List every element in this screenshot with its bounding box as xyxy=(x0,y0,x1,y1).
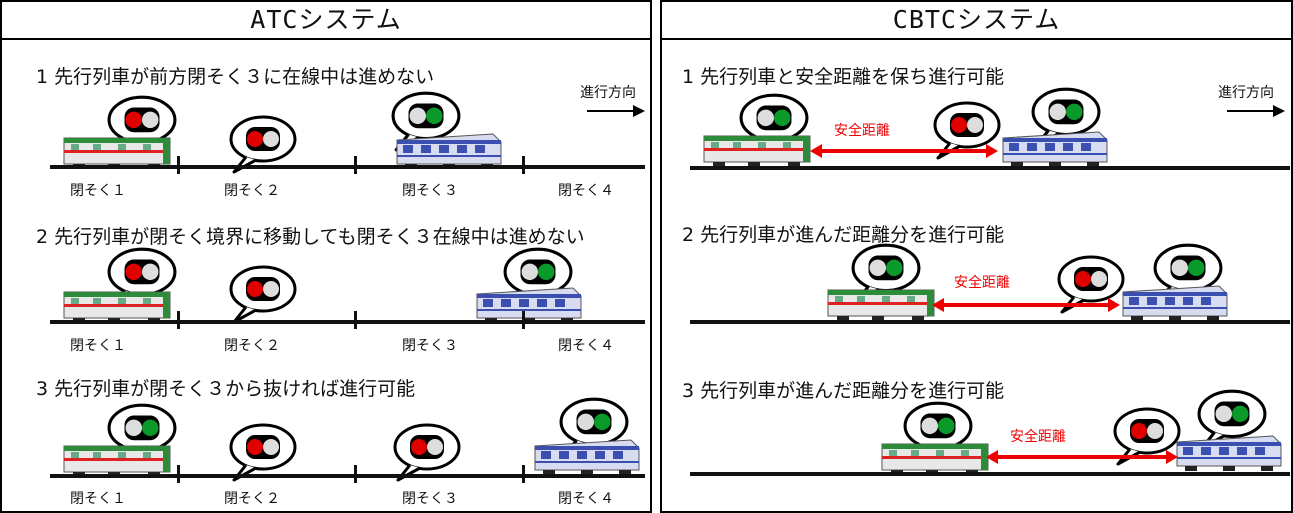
leading-train xyxy=(392,130,504,170)
cbtc-panel: CBTCシステム 進行方向 1 先行列車と安全距離を保ち進行可能 安全距離 2 … xyxy=(660,0,1293,513)
atc-scene-caption: 3 先行列車が閉そく３から抜ければ進行可能 xyxy=(36,378,416,400)
following-train xyxy=(702,132,814,168)
cbtc-scene-caption: 3 先行列車が進んだ距離分を進行可能 xyxy=(682,380,1005,402)
block-boundary xyxy=(354,465,357,483)
block-label: 閉そく１ xyxy=(70,338,126,354)
block-label: 閉そく４ xyxy=(558,491,614,507)
track xyxy=(690,320,1290,324)
atc-title: ATCシステム xyxy=(2,2,650,40)
following-train xyxy=(62,288,174,324)
direction-arrow-line xyxy=(1227,110,1275,112)
safe-distance-label: 安全距離 xyxy=(834,123,890,139)
direction-arrow-icon xyxy=(1273,105,1285,117)
atc-scene-caption: 2 先行列車が閉そく境界に移動しても閉そく３在線中は進めない xyxy=(36,226,585,248)
block-label: 閉そく３ xyxy=(402,338,458,354)
track xyxy=(690,166,1290,170)
block-label: 閉そく３ xyxy=(402,183,458,199)
block-boundary xyxy=(522,465,525,483)
leading-train xyxy=(530,436,642,476)
track xyxy=(50,320,645,324)
block-label: 閉そく２ xyxy=(224,183,280,199)
safe-distance-arrowhead-right xyxy=(1166,450,1178,464)
block-label: 閉そく４ xyxy=(558,338,614,354)
cbtc-title: CBTCシステム xyxy=(662,2,1291,40)
leading-train xyxy=(472,284,584,324)
block-label: 閉そく１ xyxy=(70,491,126,507)
block-boundary xyxy=(522,156,525,174)
following-train xyxy=(826,286,938,322)
direction-arrow-line xyxy=(587,110,635,112)
safe-distance-arrowhead-left xyxy=(810,144,822,158)
safe-distance-arrowhead-right xyxy=(986,144,998,158)
signal-red-icon xyxy=(228,422,298,482)
block-label: 閉そく３ xyxy=(402,491,458,507)
following-train xyxy=(62,442,174,478)
track xyxy=(690,472,1290,476)
atc-panel: ATCシステム 進行方向 1 先行列車が前方閉そく３に在線中は進めない 閉そく１… xyxy=(0,0,652,513)
leading-train xyxy=(1118,282,1230,322)
block-boundary xyxy=(354,156,357,174)
direction-arrow-icon xyxy=(633,105,645,117)
block-boundary xyxy=(522,311,525,329)
block-boundary xyxy=(354,311,357,329)
safe-distance-label: 安全距離 xyxy=(954,275,1010,291)
leading-train xyxy=(1172,432,1284,472)
track xyxy=(50,165,645,169)
signal-red-icon xyxy=(392,422,462,482)
safe-distance-arrowhead-right xyxy=(1108,298,1120,312)
safe-distance-arrow xyxy=(996,455,1168,459)
block-label: 閉そく２ xyxy=(224,491,280,507)
block-label: 閉そく４ xyxy=(558,183,614,199)
block-boundary xyxy=(177,311,180,329)
leading-train xyxy=(998,128,1110,168)
following-train xyxy=(880,440,992,476)
direction-label: 進行方向 xyxy=(580,85,636,101)
block-boundary xyxy=(177,156,180,174)
cbtc-scene-caption: 2 先行列車が進んだ距離分を進行可能 xyxy=(682,224,1005,246)
block-boundary xyxy=(177,465,180,483)
cbtc-scene-caption: 1 先行列車と安全距離を保ち進行可能 xyxy=(682,66,1005,88)
track xyxy=(50,474,645,478)
safe-distance-arrow xyxy=(942,303,1110,307)
block-label: 閉そく１ xyxy=(70,183,126,199)
safe-distance-label: 安全距離 xyxy=(1010,429,1066,445)
atc-scene-caption: 1 先行列車が前方閉そく３に在線中は進めない xyxy=(36,66,435,88)
safe-distance-arrowhead-left xyxy=(986,450,998,464)
signal-red-icon xyxy=(228,264,298,324)
safe-distance-arrowhead-left xyxy=(932,298,944,312)
block-label: 閉そく２ xyxy=(224,338,280,354)
safe-distance-arrow xyxy=(820,149,988,153)
direction-label: 進行方向 xyxy=(1218,85,1274,101)
